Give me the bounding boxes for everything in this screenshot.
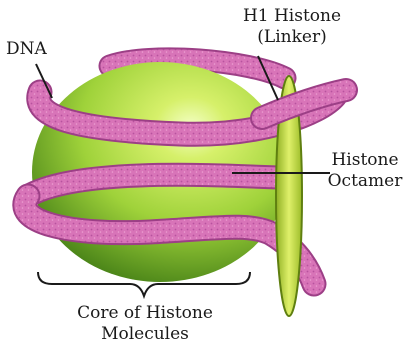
dna-label: DNA bbox=[6, 39, 47, 60]
h1-histone-label: H1 Histone (Linker) bbox=[233, 6, 351, 48]
histone-octamer-label: Histone Octamer bbox=[322, 150, 408, 192]
core-histone-label: Core of Histone Molecules bbox=[56, 303, 234, 345]
